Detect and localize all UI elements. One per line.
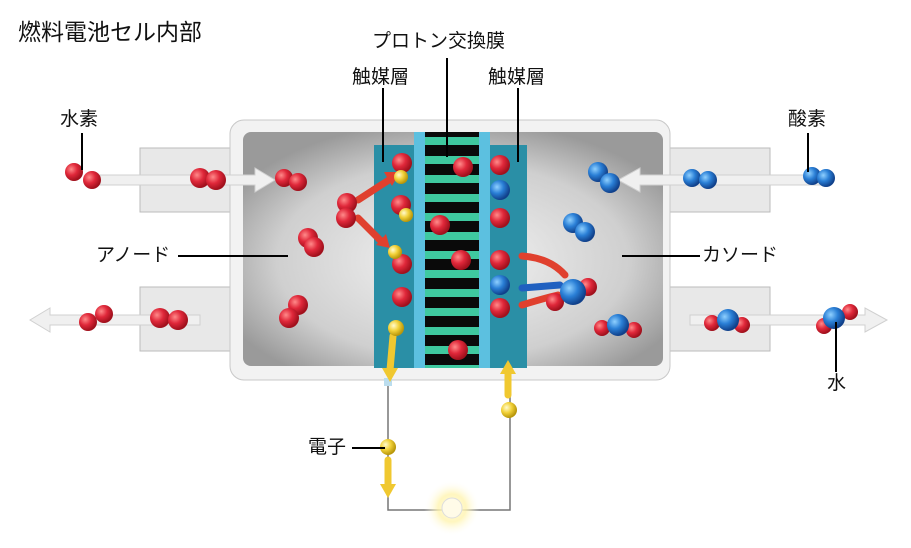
water-molecules (546, 278, 858, 338)
label-catalyst-right: 触媒層 (488, 66, 546, 88)
label-water: 水 (827, 372, 847, 394)
leader-lines (81, 58, 837, 449)
diagram-title: 燃料電池セル内部 (18, 20, 202, 46)
label-oxygen: 酸素 (788, 108, 827, 130)
label-hydrogen: 水素 (60, 108, 99, 130)
electrons (380, 170, 517, 455)
protons (391, 153, 510, 360)
reaction-arrows (354, 172, 569, 498)
membrane-rail-right (479, 132, 490, 368)
membrane-rail-left (414, 132, 425, 368)
light-bulb-core (441, 497, 463, 519)
hydrogen-molecules (65, 163, 357, 331)
label-proton-exchange-membrane: プロトン交換膜 (372, 30, 506, 52)
label-catalyst-left: 触媒層 (352, 66, 410, 88)
label-cathode: カソード (702, 244, 779, 266)
label-anode: アノード (96, 244, 171, 266)
anode-terminal (384, 378, 392, 386)
label-electron: 電子 (308, 436, 347, 458)
